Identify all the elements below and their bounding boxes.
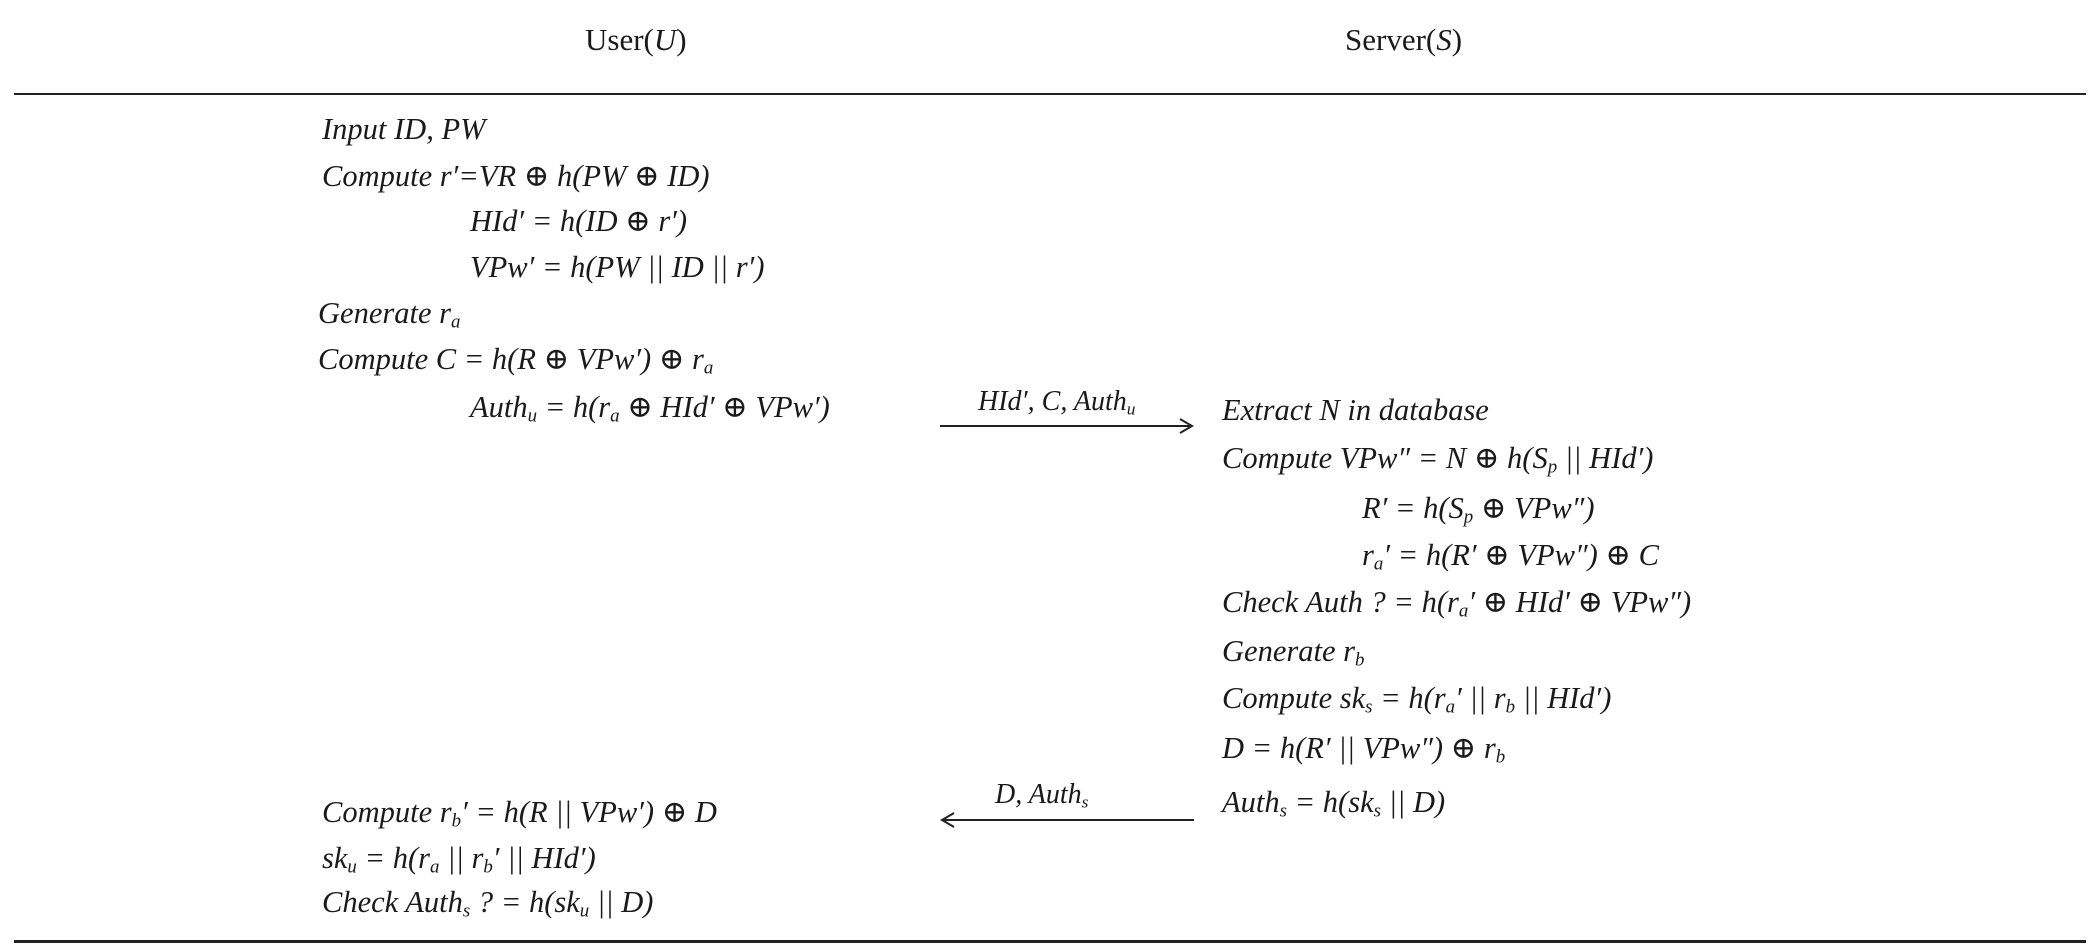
server-step-compute-d: D = h(R′ || VPw″) ⊕ rb: [1222, 731, 1506, 768]
server-step-generate-rb: Generate rb: [1222, 634, 1365, 671]
header-rule: [14, 93, 2086, 95]
message-to-server-label: HId′, C, Authu: [978, 386, 1136, 419]
arrow-to-server-head: [1179, 418, 1194, 434]
bottom-rule: [14, 940, 2086, 943]
user-step-compute-r: Compute r′=VR ⊕ h(PW ⊕ ID): [322, 159, 710, 193]
server-step-check-auth: Check Auth ? = h(ra′ ⊕ HId′ ⊕ VPw″): [1222, 585, 1692, 622]
server-step-compute-ra: ra′ = h(R′ ⊕ VPw″) ⊕ C: [1362, 538, 1659, 575]
arrow-to-user-head: [940, 812, 955, 828]
message-to-user-label: D, Auths: [995, 779, 1089, 812]
arrow-server-to-user: [940, 812, 1194, 828]
user-symbol: U: [653, 22, 677, 57]
user-step-compute-rb: Compute rb′ = h(R || VPw′) ⊕ D: [322, 795, 717, 832]
user-step-compute-c: Compute C = h(R ⊕ VPw′) ⊕ ra: [318, 342, 714, 379]
server-step-compute-vpw: Compute VPw″ = N ⊕ h(Sp || HId′): [1222, 441, 1654, 478]
user-step-check-auths: Check Auths ? = h(sku || D): [322, 885, 654, 922]
user-step-compute-sku: sku = h(ra || rb′ || HId′): [322, 841, 596, 878]
server-symbol: S: [1436, 22, 1452, 57]
user-step-compute-vpw: VPw′ = h(PW || ID || r′): [470, 250, 765, 284]
server-label: Server: [1345, 22, 1426, 57]
server-column-header: Server(S): [1345, 22, 1463, 57]
user-label: User: [585, 22, 644, 57]
server-step-compute-sks: Compute sks = h(ra′ || rb || HId′): [1222, 681, 1612, 718]
user-step-compute-hid: HId′ = h(ID ⊕ r′): [470, 204, 688, 238]
user-step-generate-ra: Generate ra: [318, 296, 461, 333]
arrow-user-to-server: [940, 418, 1194, 434]
server-step-compute-auths: Auths = h(sks || D): [1222, 785, 1446, 822]
user-step-compute-authu: Authu = h(ra ⊕ HId′ ⊕ VPw′): [470, 390, 830, 427]
server-step-compute-r: R′ = h(Sp ⊕ VPw″): [1362, 491, 1595, 528]
user-column-header: User(U): [585, 22, 687, 57]
server-step-extract-n: Extract N in database: [1222, 393, 1489, 427]
user-step-input: Input ID, PW: [322, 112, 486, 146]
